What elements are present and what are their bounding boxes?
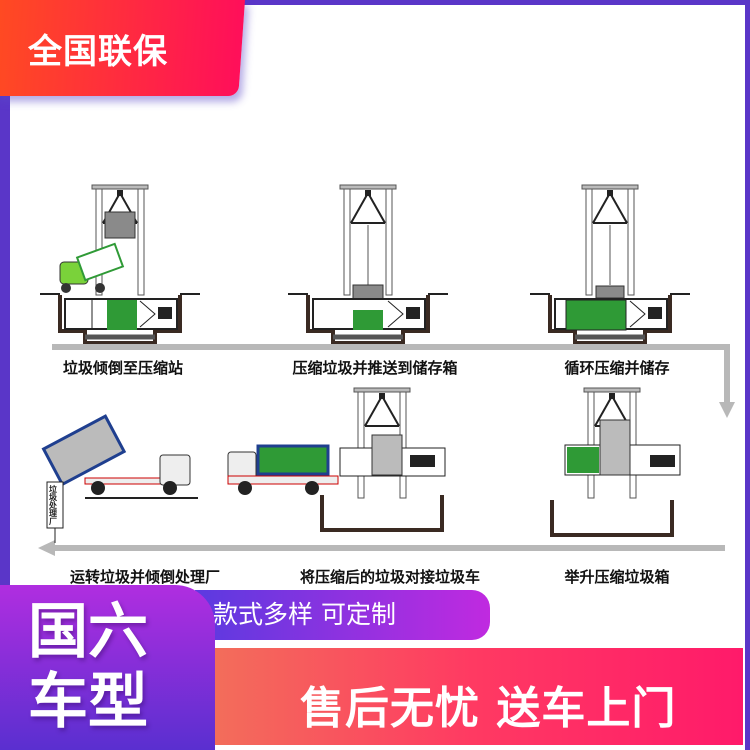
flow-arrow-left [38, 540, 725, 556]
station-step-4 [550, 387, 681, 537]
station-step-2 [288, 184, 448, 343]
emission-panel [0, 585, 215, 750]
step-label-1: 垃圾倾倒至压缩站 [62, 359, 184, 377]
station-step-3 [530, 184, 690, 343]
sign-garbage-plant [46, 481, 64, 543]
flow-arrow-right-down [52, 344, 735, 418]
step-label-3: 循环压缩并储存 [564, 359, 670, 377]
warranty-badge-text: 全国联保 [28, 32, 168, 72]
sign-text: 垃圾处理厂 [49, 485, 57, 526]
dump-truck-icon [41, 414, 198, 499]
customizable-pill: 款式多样 可定制 [195, 590, 490, 640]
step-label-6: 运转垃圾并倾倒处理厂 [69, 568, 221, 586]
emission-line-2: 车型 [28, 667, 148, 737]
step-label-4: 举升压缩垃圾箱 [564, 568, 670, 586]
truck-docking-icon [227, 444, 339, 495]
station-step-1 [40, 184, 200, 343]
emission-line-1: 国六 [28, 597, 148, 667]
tricycle-icon [59, 242, 125, 293]
station-step-5 [320, 387, 446, 532]
step-label-2: 压缩垃圾并推送到储存箱 [292, 359, 458, 377]
service-banner [200, 648, 743, 745]
service-banner-text: 售后无忧 送车上门 [300, 683, 677, 734]
step-label-5: 将压缩后的垃圾对接垃圾车 [299, 568, 481, 586]
